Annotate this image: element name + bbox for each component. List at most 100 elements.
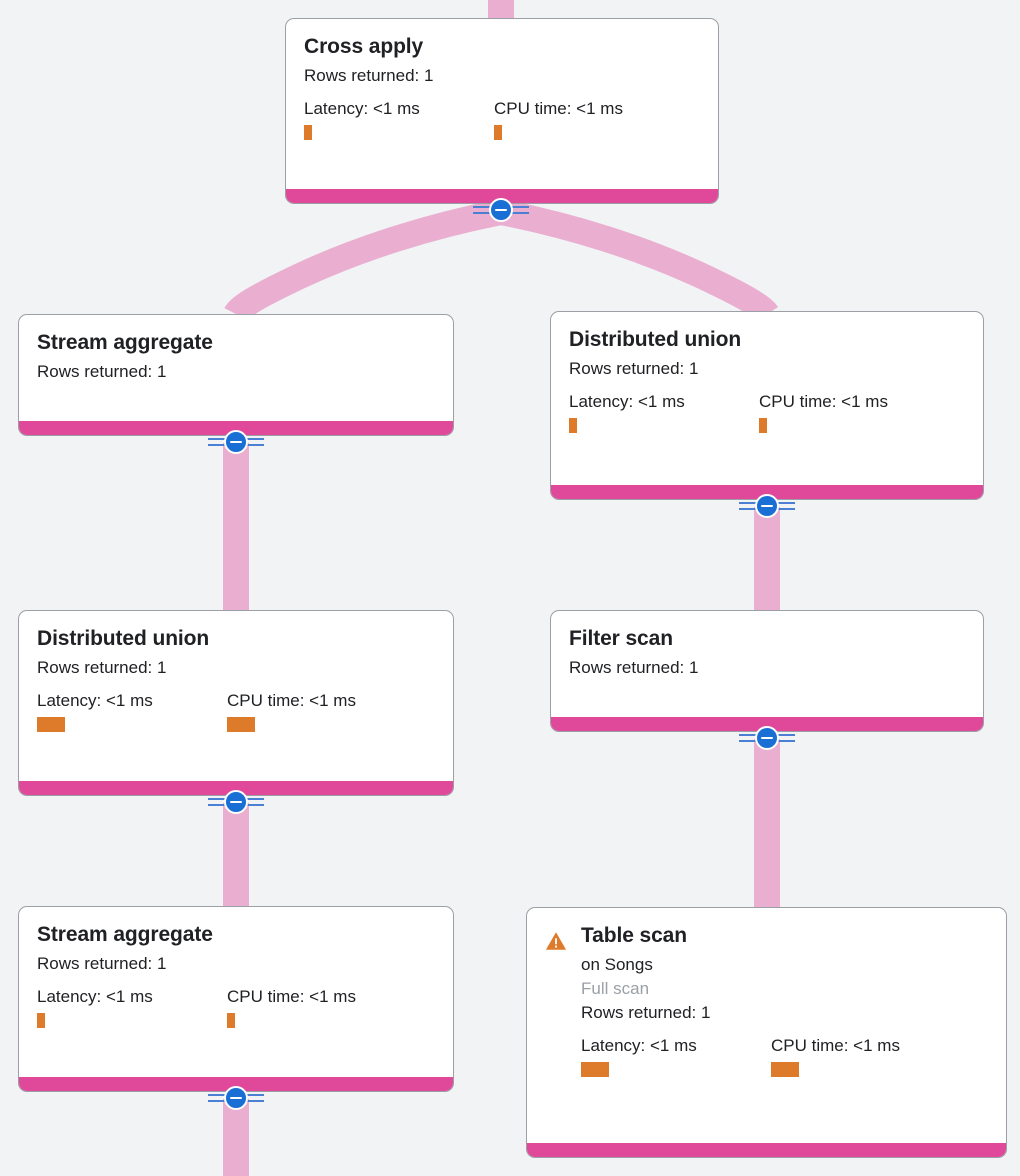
metric-cpu: CPU time: <1 ms bbox=[759, 391, 949, 433]
node-accent-bar bbox=[19, 1077, 453, 1091]
toggle-stream-aggregate-bottom[interactable] bbox=[208, 1085, 264, 1111]
toggle-rails bbox=[208, 1085, 264, 1111]
node-filter-scan[interactable]: Filter scan Rows returned: 1 bbox=[550, 610, 984, 732]
toggle-rails bbox=[208, 429, 264, 455]
node-table-scan[interactable]: Table scan on Songs Full scan Rows retur… bbox=[526, 907, 1007, 1158]
node-accent-bar bbox=[19, 781, 453, 795]
toggle-rails bbox=[208, 789, 264, 815]
node-metrics: Latency: <1 ms CPU time: <1 ms bbox=[37, 690, 435, 732]
metric-cpu-label: CPU time: <1 ms bbox=[494, 98, 623, 118]
node-content: Filter scan Rows returned: 1 bbox=[569, 627, 965, 680]
toggle-rail-left-upper bbox=[473, 206, 490, 208]
metric-latency-bar bbox=[581, 1062, 609, 1078]
toggle-rail-left-lower bbox=[208, 1100, 225, 1102]
node-title: Table scan bbox=[581, 924, 687, 947]
metric-cpu: CPU time: <1 ms bbox=[227, 986, 417, 1028]
toggle-rails bbox=[739, 725, 795, 751]
minus-circle-icon[interactable] bbox=[224, 1086, 248, 1110]
node-title: Stream aggregate bbox=[37, 331, 213, 354]
node-distributed-union-right[interactable]: Distributed union Rows returned: 1 Laten… bbox=[550, 311, 984, 500]
toggle-distributed-union-left[interactable] bbox=[208, 789, 264, 815]
node-rows-returned: Rows returned: 1 bbox=[37, 361, 167, 381]
node-content: Table scan on Songs Full scan Rows retur… bbox=[581, 924, 988, 1078]
toggle-rail-left-lower bbox=[208, 444, 225, 446]
node-content: Distributed union Rows returned: 1 Laten… bbox=[37, 627, 435, 732]
node-cross-apply[interactable]: Cross apply Rows returned: 1 Latency: <1… bbox=[285, 18, 719, 204]
metric-cpu-label: CPU time: <1 ms bbox=[771, 1036, 900, 1056]
node-stream-aggregate-bottom[interactable]: Stream aggregate Rows returned: 1 Latenc… bbox=[18, 906, 454, 1092]
minus-circle-icon[interactable] bbox=[755, 494, 779, 518]
toggle-rail-left-upper bbox=[208, 438, 225, 440]
toggle-cross-apply[interactable] bbox=[473, 197, 529, 223]
node-stream-aggregate-top[interactable]: Stream aggregate Rows returned: 1 bbox=[18, 314, 454, 436]
warning-slot bbox=[545, 924, 581, 952]
node-accent-bar bbox=[551, 717, 983, 731]
node-title: Distributed union bbox=[569, 328, 742, 351]
metric-cpu-label: CPU time: <1 ms bbox=[227, 986, 356, 1006]
node-distributed-union-left[interactable]: Distributed union Rows returned: 1 Laten… bbox=[18, 610, 454, 796]
toggle-rail-left-upper bbox=[739, 502, 756, 504]
node-title: Stream aggregate bbox=[37, 923, 213, 946]
node-metrics: Latency: <1 ms CPU time: <1 ms bbox=[304, 98, 700, 140]
toggle-rail-left-upper bbox=[208, 1094, 225, 1096]
node-rows-returned: Rows returned: 1 bbox=[37, 953, 167, 973]
node-content: Stream aggregate Rows returned: 1 Latenc… bbox=[37, 923, 435, 1028]
toggle-rail-left-upper bbox=[208, 798, 225, 800]
node-accent-bar bbox=[551, 485, 983, 499]
metric-cpu-bar bbox=[227, 716, 255, 732]
metric-cpu-bar bbox=[227, 1012, 235, 1028]
node-content: Cross apply Rows returned: 1 Latency: <1… bbox=[304, 35, 700, 140]
node-metrics: Latency: <1 ms CPU time: <1 ms bbox=[569, 391, 965, 433]
node-title: Cross apply bbox=[304, 35, 424, 58]
toggle-rail-right-upper bbox=[247, 1094, 264, 1096]
toggle-rail-right-upper bbox=[778, 734, 795, 736]
minus-circle-icon[interactable] bbox=[224, 430, 248, 454]
node-metrics: Latency: <1 ms CPU time: <1 ms bbox=[581, 1035, 988, 1078]
toggle-stream-aggregate-top[interactable] bbox=[208, 429, 264, 455]
metric-latency-label: Latency: <1 ms bbox=[37, 986, 153, 1006]
toggle-filter-scan[interactable] bbox=[739, 725, 795, 751]
node-body: Distributed union Rows returned: 1 Laten… bbox=[551, 312, 983, 485]
toggle-rail-right-lower bbox=[778, 508, 795, 510]
toggle-rail-right-upper bbox=[512, 206, 529, 208]
warning-triangle-icon bbox=[545, 932, 567, 950]
toggle-rail-left-lower bbox=[208, 804, 225, 806]
node-body: Stream aggregate Rows returned: 1 bbox=[19, 315, 453, 421]
metric-cpu-bar bbox=[759, 417, 767, 433]
node-body: Stream aggregate Rows returned: 1 Latenc… bbox=[19, 907, 453, 1077]
metric-latency-label: Latency: <1 ms bbox=[581, 1036, 697, 1056]
metric-latency: Latency: <1 ms bbox=[304, 98, 494, 140]
edge-cross-apply-to-stream-aggregate bbox=[224, 199, 504, 322]
metric-cpu-bar bbox=[494, 124, 502, 140]
metric-latency-label: Latency: <1 ms bbox=[304, 98, 420, 118]
minus-circle-icon[interactable] bbox=[489, 198, 513, 222]
metric-cpu-label: CPU time: <1 ms bbox=[227, 690, 356, 710]
node-rows-returned: Rows returned: 1 bbox=[569, 358, 699, 378]
toggle-rail-right-lower bbox=[247, 804, 264, 806]
node-content: Stream aggregate Rows returned: 1 bbox=[37, 331, 435, 384]
toggle-rail-right-upper bbox=[247, 798, 264, 800]
toggle-rail-right-lower bbox=[247, 444, 264, 446]
node-rows-returned: Rows returned: 1 bbox=[581, 1003, 711, 1023]
toggle-rail-right-upper bbox=[778, 502, 795, 504]
toggle-rail-left-upper bbox=[739, 734, 756, 736]
toggle-rail-left-lower bbox=[739, 740, 756, 742]
node-rows-returned: Rows returned: 1 bbox=[37, 657, 167, 677]
node-body: Filter scan Rows returned: 1 bbox=[551, 611, 983, 717]
metric-latency: Latency: <1 ms bbox=[37, 986, 227, 1028]
toggle-rail-left-lower bbox=[739, 508, 756, 510]
node-accent-bar bbox=[527, 1143, 1006, 1157]
toggle-distributed-union-right[interactable] bbox=[739, 493, 795, 519]
node-subtitle-target: on Songs bbox=[581, 954, 653, 974]
metric-latency: Latency: <1 ms bbox=[37, 690, 227, 732]
node-body: Distributed union Rows returned: 1 Laten… bbox=[19, 611, 453, 781]
node-metrics: Latency: <1 ms CPU time: <1 ms bbox=[37, 986, 435, 1028]
metric-latency-label: Latency: <1 ms bbox=[37, 690, 153, 710]
metric-latency-bar bbox=[304, 124, 312, 140]
node-accent-bar bbox=[286, 189, 718, 203]
toggle-rail-right-lower bbox=[778, 740, 795, 742]
node-body: Cross apply Rows returned: 1 Latency: <1… bbox=[286, 19, 718, 189]
minus-circle-icon[interactable] bbox=[755, 726, 779, 750]
minus-circle-icon[interactable] bbox=[224, 790, 248, 814]
